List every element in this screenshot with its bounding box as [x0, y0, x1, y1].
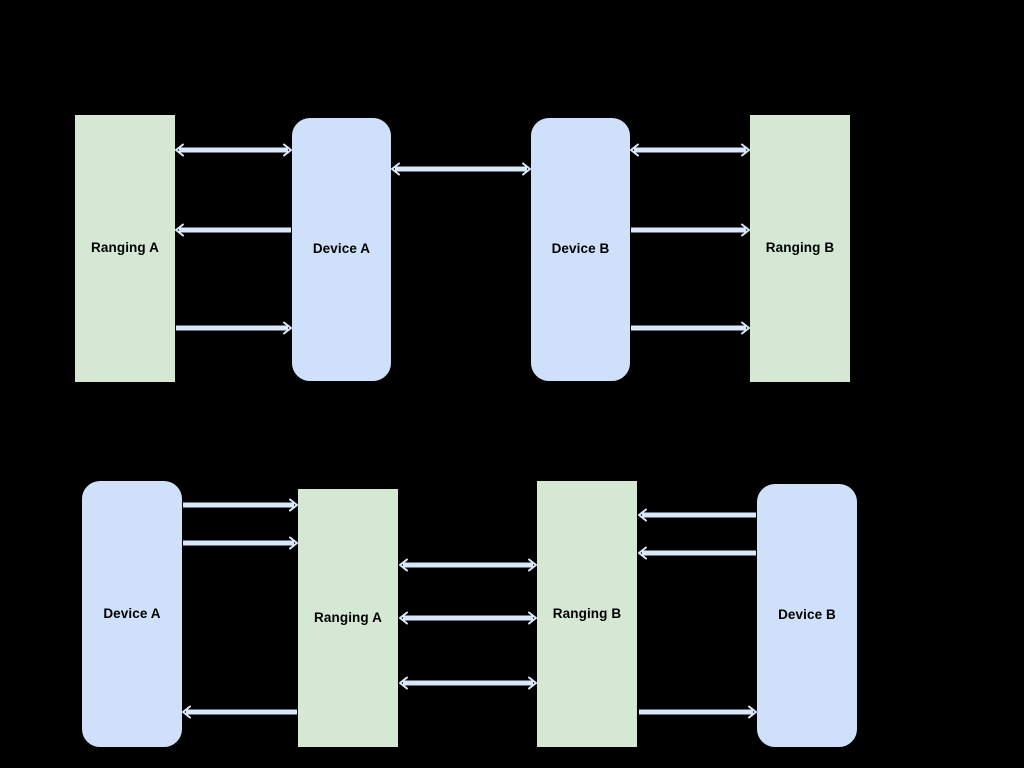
node-label-bot-device-b: Device B — [778, 607, 836, 623]
node-top-ranging-a[interactable]: Ranging A — [75, 115, 175, 382]
arrow-ranging-b-device-b-3-icon — [639, 705, 757, 719]
node-label-top-ranging-b: Ranging B — [765, 240, 835, 256]
arrow-device-b-ranging-b-2-icon — [631, 223, 750, 237]
node-bot-device-b[interactable]: Device B — [757, 484, 857, 747]
node-bot-device-a[interactable]: Device A — [82, 481, 182, 747]
node-top-device-a[interactable]: Device A — [292, 118, 391, 381]
node-bot-ranging-b[interactable]: Ranging B — [537, 481, 637, 747]
arrow-device-b-ranging-b-1-icon — [630, 143, 750, 157]
arrow-device-a-ranging-a-2-icon — [175, 223, 291, 237]
node-label-bot-device-a: Device A — [103, 605, 161, 621]
node-label-bot-ranging-a: Ranging A — [314, 609, 382, 625]
arrow-device-b-ranging-b-1-icon — [638, 508, 756, 522]
arrow-ranging-a-ranging-b-3-icon — [399, 676, 537, 690]
node-label-top-device-b: Device B — [551, 241, 610, 257]
arrow-device-b-ranging-b-2-icon — [638, 546, 756, 560]
node-top-ranging-b[interactable]: Ranging B — [750, 115, 850, 382]
node-label-bot-ranging-b: Ranging B — [552, 605, 622, 621]
node-label-top-ranging-a: Ranging A — [91, 240, 159, 256]
arrow-device-a-ranging-a-1-icon — [183, 498, 298, 512]
arrow-device-b-ranging-b-3-icon — [631, 321, 750, 335]
arrow-device-a-device-b-icon — [391, 162, 531, 176]
node-top-device-b[interactable]: Device B — [531, 118, 630, 381]
arrow-ranging-a-ranging-b-2-icon — [399, 611, 537, 625]
arrow-device-a-ranging-a-2-icon — [183, 536, 298, 550]
arrow-ranging-a-ranging-b-1-icon — [399, 558, 537, 572]
node-bot-ranging-a[interactable]: Ranging A — [298, 489, 398, 747]
arrow-ranging-a-device-a-3-icon — [182, 705, 297, 719]
arrow-ranging-a-device-a-3-icon — [176, 321, 292, 335]
arrow-ranging-a-device-a-1-icon — [175, 143, 292, 157]
node-label-top-device-a: Device A — [312, 241, 371, 257]
